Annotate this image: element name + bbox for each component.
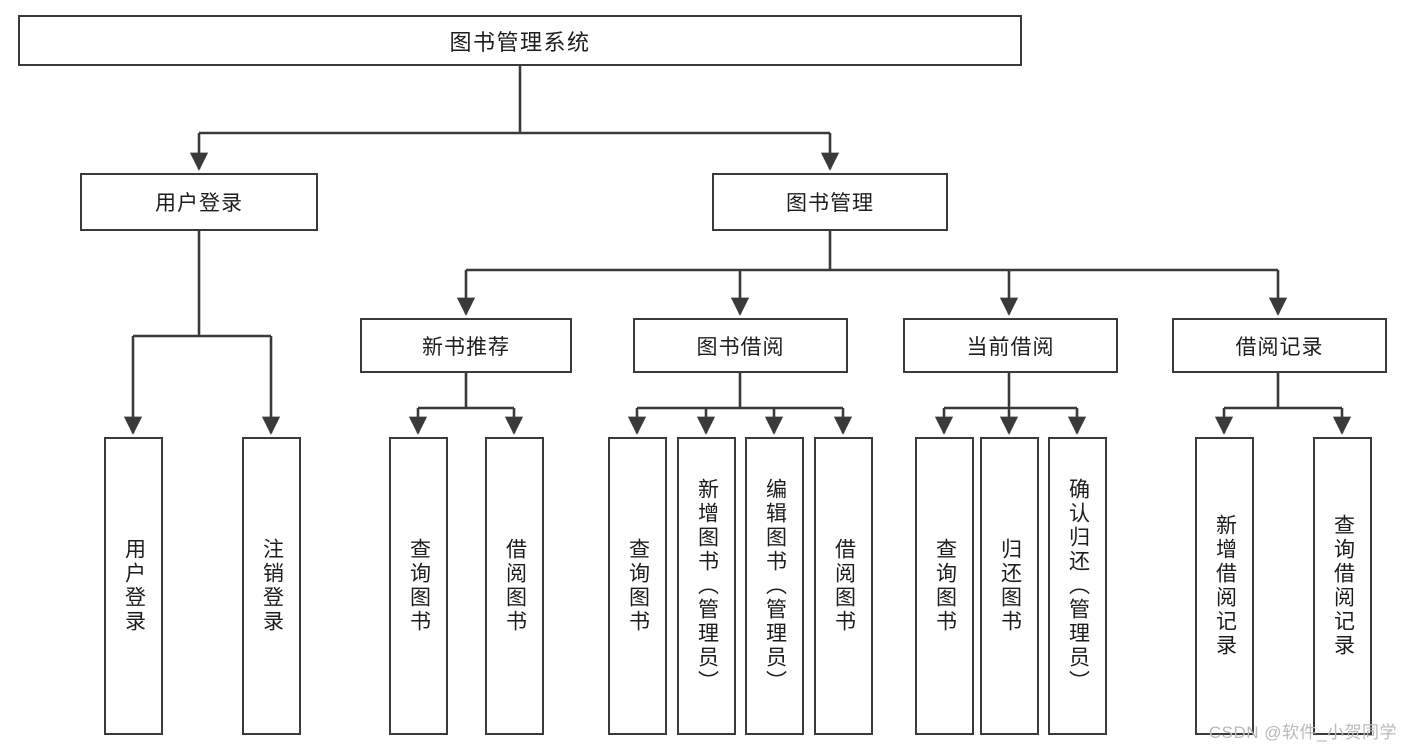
node-label: 新增借阅记录 [1213,514,1237,658]
node-label: 查询图书 [933,538,957,634]
node-root-book-management-system[interactable]: 图书管理系统 [18,15,1022,66]
node-leaf-confirm-return[interactable]: 确认归还（管理员） [1048,437,1107,735]
node-label: 查询图书 [407,538,431,634]
node-book-management[interactable]: 图书管理 [712,173,948,231]
csdn-watermark: CSDN @软件_小贺同学 [1208,723,1397,742]
node-leaf-query-book-current[interactable]: 查询图书 [915,437,974,735]
node-label: 查询借阅记录 [1331,514,1355,658]
node-leaf-borrow-book[interactable]: 借阅图书 [814,437,873,735]
node-leaf-user-login[interactable]: 用户登录 [104,437,163,735]
node-label: 归还图书 [998,538,1022,634]
node-borrow-record[interactable]: 借阅记录 [1172,318,1387,373]
node-label: 编辑图书（管理员） [763,478,787,694]
node-label: 注销登录 [260,538,284,634]
node-label: 图书管理 [786,192,874,215]
node-leaf-query-borrow-record[interactable]: 查询借阅记录 [1313,437,1372,735]
node-user-login[interactable]: 用户登录 [80,173,318,231]
node-leaf-edit-book[interactable]: 编辑图书（管理员） [745,437,804,735]
node-label: 图书借阅 [696,335,785,359]
node-label: 图书管理系统 [449,29,591,55]
node-label: 借阅图书 [503,538,527,634]
node-current-borrow[interactable]: 当前借阅 [903,318,1118,373]
node-label: 借阅图书 [832,538,856,634]
node-label: 查询图书 [626,538,650,634]
node-label: 借阅记录 [1235,335,1324,359]
node-new-book-recommend[interactable]: 新书推荐 [360,318,572,373]
node-label: 用户登录 [122,538,146,634]
node-leaf-add-book[interactable]: 新增图书（管理员） [677,437,736,735]
node-label: 新书推荐 [422,335,510,359]
node-label: 新增图书（管理员） [695,478,719,694]
node-leaf-query-book-recommend[interactable]: 查询图书 [389,437,448,735]
node-label: 当前借阅 [966,335,1055,359]
node-leaf-return-book[interactable]: 归还图书 [980,437,1039,735]
node-leaf-add-borrow-record[interactable]: 新增借阅记录 [1195,437,1254,735]
node-leaf-borrow-book-recommend[interactable]: 借阅图书 [485,437,544,735]
node-label: 确认归还（管理员） [1066,478,1090,694]
node-label: 用户登录 [155,192,243,215]
node-leaf-query-book-borrow[interactable]: 查询图书 [608,437,667,735]
node-book-borrow[interactable]: 图书借阅 [633,318,848,373]
node-leaf-user-logout[interactable]: 注销登录 [242,437,301,735]
